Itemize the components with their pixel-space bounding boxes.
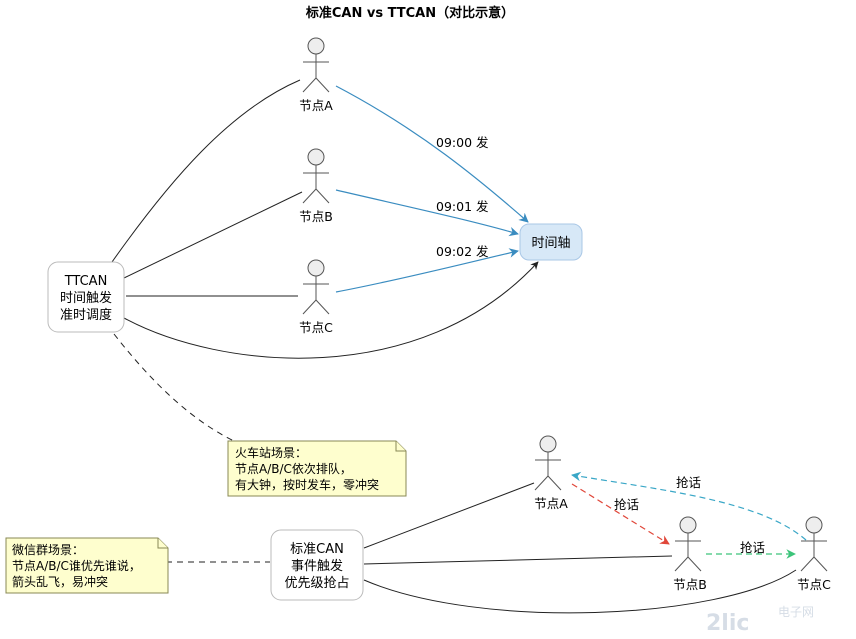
node-a-to-timeline-arrow [335,85,529,223]
node-c-to-node-a-arrow [571,471,807,541]
edge-label-a-b: 抢话 [614,497,639,512]
train-note-line-1: 火车站场景： [235,445,307,460]
diagram-title: 标准CAN vs TTCAN（对比示意） [305,5,514,21]
wechat-note-line-2: 节点A/B/C谁优先谁说， [12,558,141,573]
can-node-c-actor[interactable]: 节点C [797,516,831,592]
can-to-node-a-line [363,482,535,549]
can-box-line-2: 事件触发 [291,558,343,574]
edge-label-0902: 09:02 发 [436,244,489,259]
ttcan-node-a-actor[interactable]: 节点A [299,37,333,113]
ttcan-box-line-1: TTCAN [64,274,108,289]
ttcan-box-line-3: 准时调度 [60,307,112,323]
train-note-line-3: 有大钟，按时发车，零冲突 [235,477,379,492]
edge-label-b-c: 抢话 [740,540,765,555]
timeline-box[interactable]: 时间轴 [519,223,583,261]
watermark-logo-text: 2lic [706,611,749,636]
can-box-line-1: 标准CAN [290,542,344,557]
edge-label-0901: 09:01 发 [436,199,489,214]
ttcan-node-a-label: 节点A [299,98,333,113]
ttcan-node-b-label: 节点B [299,209,333,224]
can-node-b-actor[interactable]: 节点B [673,516,707,592]
can-to-node-c-line [363,569,797,614]
ttcan-to-node-b-line [123,191,303,279]
ttcan-node-b-actor[interactable]: 节点B [299,148,333,224]
train-station-note: 火车站场景： 节点A/B/C依次排队， 有大钟，按时发车，零冲突 [227,440,407,497]
can-node-c-label: 节点C [797,577,831,592]
node-c-to-timeline-arrow [335,248,519,293]
can-node-b-label: 节点B [673,577,707,592]
actor-head-icon [539,435,557,453]
node-a-to-node-b-arrow [571,483,670,545]
node-b-to-timeline-arrow [335,189,519,237]
actor-head-icon [307,37,325,55]
can-to-node-b-line [363,555,673,565]
actor-head-icon [307,148,325,166]
actor-head-icon [805,516,823,534]
wechat-note-line-1: 微信群场景： [12,543,84,557]
wechat-group-note: 微信群场景： 节点A/B/C谁优先谁说， 箭头乱飞，易冲突 [5,537,169,594]
ttcan-to-node-a-line [111,79,301,263]
can-box[interactable]: 标准CAN 事件触发 优先级抢占 [270,529,364,601]
can-box-line-3: 优先级抢占 [284,575,349,591]
can-node-a-label: 节点A [534,496,568,511]
edge-label-0900: 09:00 发 [436,135,489,150]
ttcan-node-c-label: 节点C [299,320,333,335]
ttcan-node-c-actor[interactable]: 节点C [299,259,333,335]
actor-head-icon [679,516,697,534]
actor-head-icon [307,259,325,277]
ttcan-to-timeline-arrow [123,261,539,359]
ttcan-box[interactable]: TTCAN 时间触发 准时调度 [47,261,125,333]
train-note-line-2: 节点A/B/C依次排队， [235,461,352,476]
ttcan-box-line-2: 时间触发 [60,290,112,306]
wechat-note-line-3: 箭头乱飞，易冲突 [12,574,108,589]
edge-label-c-a: 抢话 [676,475,701,490]
ttcan-note-connector [113,333,237,443]
watermark-logo: 2lic 电子网 [706,605,814,636]
can-node-a-actor[interactable]: 节点A [534,435,568,511]
watermark-site-text: 电子网 [778,605,814,619]
timeline-label: 时间轴 [531,236,570,251]
